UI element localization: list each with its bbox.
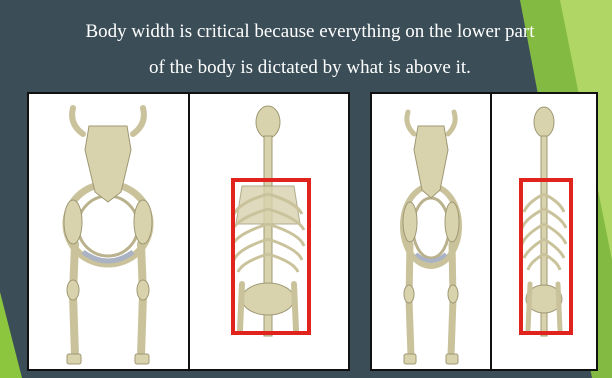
top-view-skeleton-narrow bbox=[492, 94, 596, 369]
comparison-panel-wide bbox=[27, 92, 350, 371]
front-view-skeleton-narrow bbox=[372, 94, 490, 369]
slide-title: Body width is critical because everythin… bbox=[30, 14, 590, 86]
top-view-skeleton-wide bbox=[190, 94, 348, 369]
front-view-skeleton-wide bbox=[29, 94, 188, 369]
title-line-1: Body width is critical because everythin… bbox=[30, 14, 590, 50]
title-line-2: of the body is dictated by what is above… bbox=[30, 50, 590, 86]
comparison-panel-narrow bbox=[370, 92, 598, 371]
